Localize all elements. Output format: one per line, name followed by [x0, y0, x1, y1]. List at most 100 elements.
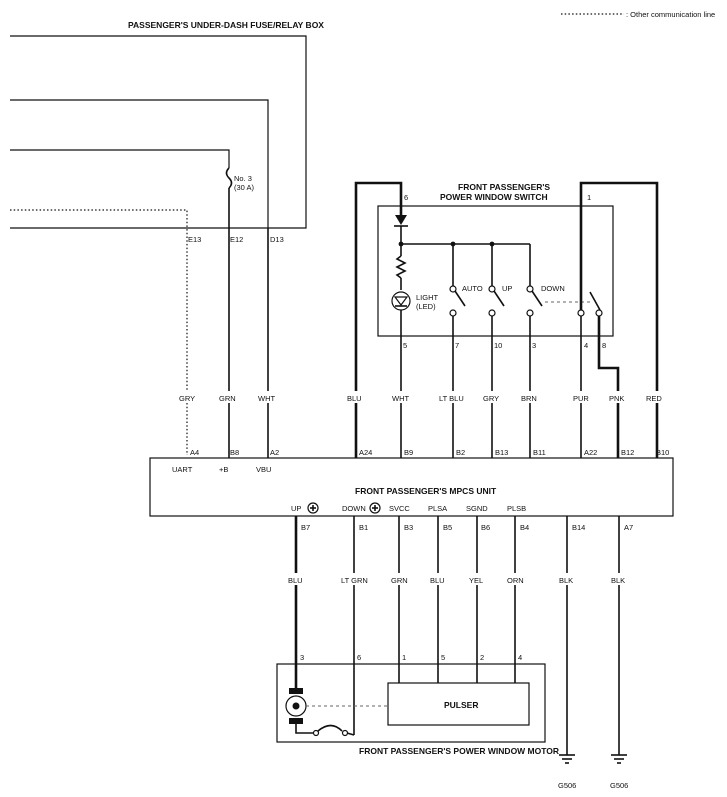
fuse-no3	[225, 167, 233, 230]
unit-term-plus-b: +B	[219, 465, 228, 474]
switch-pin: 3	[532, 341, 536, 350]
unit-term-up: UP	[291, 504, 301, 513]
switch-contact-pin4-pin8	[577, 291, 620, 458]
unit-pin: B14	[572, 523, 585, 532]
led-icon	[391, 291, 411, 311]
wire-label: GRY	[483, 394, 499, 403]
wire-label: GRN	[219, 394, 236, 403]
unit-term-plsa: PLSA	[428, 504, 447, 513]
unit-pin: A2	[270, 448, 279, 457]
motor-pin: 1	[402, 653, 406, 662]
wire-label: RED	[646, 394, 662, 403]
switch-pin-1: 1	[587, 193, 591, 202]
wire-label: BLK	[559, 576, 573, 585]
wire-label: WHT	[392, 394, 409, 403]
wire-label: BLU	[430, 576, 445, 585]
unit-pin: A22	[584, 448, 597, 457]
unit-pin: B11	[533, 448, 546, 457]
wire-blu-loop	[354, 181, 403, 458]
unit-pin: B12	[621, 448, 634, 457]
mpcs-unit-outline	[149, 457, 674, 517]
wire-label: ORN	[507, 576, 524, 585]
unit-bottom-pins: B7 B1 B3 B5 B6 B4 B14 A7	[301, 523, 633, 532]
motor-pin: 5	[441, 653, 445, 662]
unit-pin: B8	[230, 448, 239, 457]
switch-pin: 4	[584, 341, 588, 350]
light-label-1: LIGHT	[416, 293, 439, 302]
unit-pin: A4	[190, 448, 199, 457]
switch-title-1: FRONT PASSENGER'S	[458, 182, 550, 192]
unit-pin: B5	[443, 523, 452, 532]
unit-term-down: DOWN	[342, 504, 366, 513]
switch-contact-down	[526, 244, 590, 458]
unit-term-sgnd: SGND	[466, 504, 488, 513]
switch-title-2: POWER WINDOW SWITCH	[440, 192, 548, 202]
motor-pin: 2	[480, 653, 484, 662]
wire-label: BRN	[521, 394, 537, 403]
unit-top-pins: A4 B8 A2 A24 B9 B2 B13 B11 A22 B12 B10	[190, 448, 669, 457]
wire-label: PUR	[573, 394, 589, 403]
motor-pin: 3	[300, 653, 304, 662]
fuse-label-2: (30 A)	[234, 183, 255, 192]
fuse-box-pin: E12	[230, 235, 243, 244]
ground-icon	[611, 754, 627, 764]
wire-label: WHT	[258, 394, 275, 403]
wire-label: GRN	[391, 576, 408, 585]
unit-pin: B13	[495, 448, 508, 457]
upper-wire-labels: GRY GRN WHT BLU WHT LT BLU GRY BRN PUR P…	[177, 391, 667, 403]
fuse-box-title: PASSENGER'S UNDER-DASH FUSE/RELAY BOX	[128, 20, 324, 30]
switch-pin: 5	[403, 341, 407, 350]
fuse-label-1: No. 3	[234, 174, 252, 183]
fuse-box-outline	[10, 35, 307, 455]
diode-icon	[395, 215, 407, 225]
ground-label: G506	[610, 781, 628, 790]
wire-label: BLU	[288, 576, 303, 585]
motor-pin: 4	[518, 653, 522, 662]
unit-pin: A24	[359, 448, 372, 457]
motor-return-wire	[295, 724, 313, 734]
thermal-breaker-icon	[317, 724, 343, 732]
wire-label: BLK	[611, 576, 625, 585]
unit-pin: B9	[404, 448, 413, 457]
wire-label: LT BLU	[439, 394, 464, 403]
plus-circle-icon	[307, 502, 319, 514]
plus-circle-icon	[369, 502, 381, 514]
unit-pin: B3	[404, 523, 413, 532]
unit-pin: B2	[456, 448, 465, 457]
switch-pin: 7	[455, 341, 459, 350]
ground-icon	[559, 754, 575, 764]
contact-label-up: UP	[502, 284, 512, 293]
unit-term-vbu: VBU	[256, 465, 271, 474]
unit-pin: B4	[520, 523, 529, 532]
switch-pin: 10	[494, 341, 502, 350]
motor-outline	[276, 663, 546, 743]
pulser-label: PULSER	[444, 700, 478, 710]
wire-label: LT GRN	[341, 576, 368, 585]
wire-label: YEL	[469, 576, 483, 585]
wire-label: GRY	[179, 394, 195, 403]
mpcs-unit-title: FRONT PASSENGER'S MPCS UNIT	[355, 486, 497, 496]
wire-label: BLU	[347, 394, 362, 403]
unit-pin: B7	[301, 523, 310, 532]
resistor-icon	[395, 255, 407, 279]
unit-pin: B6	[481, 523, 490, 532]
legend-text: : Other communication line	[626, 10, 715, 19]
motor-title: FRONT PASSENGER'S POWER WINDOW MOTOR	[359, 746, 559, 756]
unit-pin: B1	[359, 523, 368, 532]
unit-term-uart: UART	[172, 465, 193, 474]
unit-pin: A7	[624, 523, 633, 532]
light-label-2: (LED)	[416, 302, 436, 311]
unit-term-plsb: PLSB	[507, 504, 526, 513]
switch-pin-6: 6	[404, 193, 408, 202]
switch-pin: 8	[602, 341, 606, 350]
contact-label-auto: AUTO	[462, 284, 483, 293]
wire-red-loop	[579, 181, 659, 458]
fuse-box-pin: E13	[188, 235, 201, 244]
switch-contact-up	[488, 244, 505, 458]
pulser-box	[387, 682, 530, 726]
motor-icon	[285, 688, 307, 724]
switch-outline	[377, 205, 614, 337]
motor-pin: 6	[357, 653, 361, 662]
contact-label-down: DOWN	[541, 284, 565, 293]
